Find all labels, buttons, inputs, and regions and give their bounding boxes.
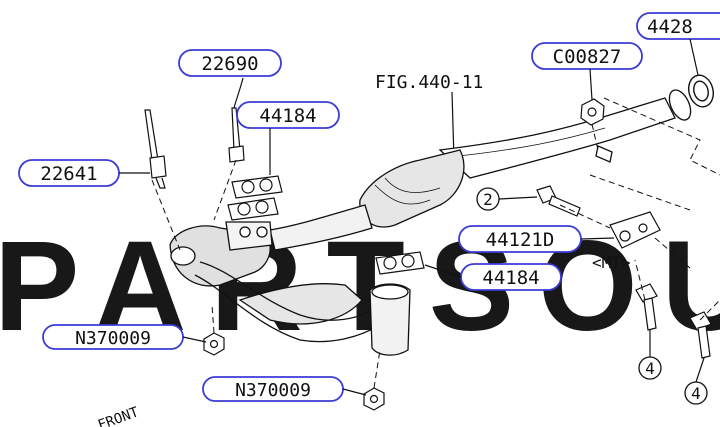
label-44184-top[interactable]: 44184: [236, 101, 340, 129]
leader-44121d: [580, 237, 615, 240]
svg-text:4: 4: [691, 384, 701, 403]
svg-text:44184: 44184: [482, 267, 539, 289]
label-44184-middle[interactable]: 44184: [460, 263, 562, 291]
leader-n370009-bottom: [342, 388, 367, 396]
svg-text:22641: 22641: [40, 163, 97, 185]
gasket-middle[interactable]: [227, 197, 279, 221]
callout-2[interactable]: 2: [476, 187, 500, 211]
leader-44184-middle: [424, 264, 462, 278]
leader-callout-2: [498, 196, 538, 200]
ring-4428[interactable]: [685, 72, 716, 109]
figure-reference[interactable]: FIG.440-11: [375, 72, 483, 93]
label-n370009-bottom[interactable]: N370009: [202, 376, 344, 402]
gasket-lower[interactable]: [375, 251, 425, 275]
leader-callout-4-right: [695, 357, 705, 383]
svg-text:2: 2: [483, 190, 493, 209]
sensor-22641[interactable]: [144, 109, 167, 189]
svg-text:22690: 22690: [201, 53, 258, 75]
leader-n370009-left: [182, 336, 207, 343]
nut-c00827[interactable]: [580, 98, 605, 126]
dashed-guides: [151, 97, 720, 389]
svg-text:N370009: N370009: [235, 380, 311, 401]
exhaust-pipe-assembly: [169, 89, 692, 356]
label-22690[interactable]: 22690: [178, 49, 282, 77]
svg-text:N370009: N370009: [75, 328, 151, 349]
label-4428[interactable]: 4428: [636, 12, 720, 40]
svg-text:C00827: C00827: [553, 46, 622, 68]
label-22641[interactable]: 22641: [18, 159, 120, 187]
nut-n370009-bottom[interactable]: [363, 387, 385, 411]
mt-note: <MT>: [592, 253, 631, 272]
label-c00827[interactable]: C00827: [531, 42, 643, 70]
front-mark: FRONT: [96, 404, 142, 427]
svg-text:44121D: 44121D: [486, 229, 555, 251]
sensor-22690[interactable]: [228, 77, 245, 163]
svg-text:4: 4: [645, 359, 655, 378]
gasket-upper[interactable]: [231, 175, 283, 199]
leader-c00827: [589, 68, 593, 101]
bracket-44121d[interactable]: [609, 211, 661, 249]
svg-text:44184: 44184: [259, 105, 316, 127]
leader-4428: [689, 38, 699, 76]
svg-text:4428: 4428: [647, 16, 693, 38]
bolt-4-left[interactable]: [635, 283, 658, 331]
callout-4-right[interactable]: 4: [684, 381, 708, 405]
callout-4-left[interactable]: 4: [638, 356, 662, 380]
bolt-4-right[interactable]: [689, 311, 712, 359]
label-n370009-left[interactable]: N370009: [42, 324, 184, 350]
label-44121d[interactable]: 44121D: [458, 225, 582, 253]
